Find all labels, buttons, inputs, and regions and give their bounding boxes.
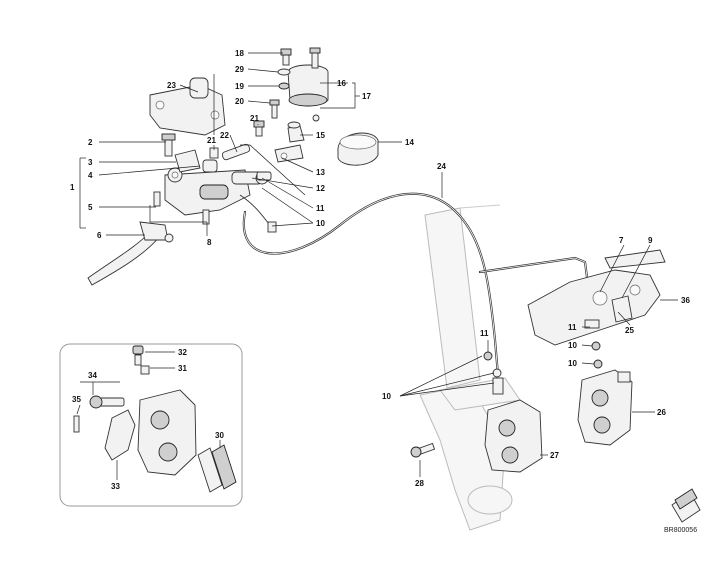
brake-hose-drawing: [242, 192, 592, 377]
callout-10-upper: 10: [316, 219, 325, 228]
callout-29: 29: [235, 65, 244, 74]
document-stack-icon: [671, 488, 701, 523]
callout-19: 19: [235, 82, 244, 91]
leader-lines: [76, 52, 678, 480]
callout-26: 26: [657, 408, 666, 417]
callout-32: 32: [178, 348, 187, 357]
callout-18: 18: [235, 49, 244, 58]
brake-caliper-right-drawing: [577, 369, 633, 446]
reservoir-bracket-drawing: [149, 77, 226, 136]
callout-11-center: 11: [480, 329, 489, 338]
caliper-bolt-drawing: [410, 442, 436, 458]
callout-4: 4: [88, 171, 93, 180]
callout-1: 1: [70, 183, 75, 192]
callout-2: 2: [88, 138, 93, 147]
callout-25: 25: [625, 326, 634, 335]
callout-6: 6: [97, 231, 102, 240]
callout-33: 33: [111, 482, 120, 491]
reference-code: BR800056: [664, 527, 697, 534]
callout-8: 8: [207, 238, 212, 247]
callout-34: 34: [88, 371, 97, 380]
callout-10-right-upper: 10: [568, 341, 577, 350]
callout-labels: 1 2 3 4 5 6 7 8 9 10 10 10 10 11 11 11 1…: [70, 49, 690, 491]
callout-17: 17: [362, 92, 371, 101]
callout-15: 15: [316, 131, 325, 140]
callout-22: 22: [220, 131, 229, 140]
callout-27: 27: [550, 451, 559, 460]
callout-28: 28: [415, 479, 424, 488]
reservoir-cover-drawing: [337, 132, 379, 166]
callout-9: 9: [648, 236, 653, 245]
callout-3: 3: [88, 158, 93, 167]
brake-caliper-left-drawing: [483, 351, 543, 473]
callout-5: 5: [88, 203, 93, 212]
caliper-bracket-drawing: [527, 249, 666, 369]
callout-12: 12: [316, 184, 325, 193]
callout-20: 20: [235, 97, 244, 106]
callout-14: 14: [405, 138, 414, 147]
callout-31: 31: [178, 364, 187, 373]
callout-7: 7: [619, 236, 624, 245]
callout-10-right-lower: 10: [568, 359, 577, 368]
brake-fluid-reservoir-drawing: [209, 47, 329, 163]
front-fork-drawing: [419, 204, 521, 531]
callout-11-upper: 11: [316, 204, 325, 213]
callout-23: 23: [167, 81, 176, 90]
inset-caliper-detail: [59, 343, 243, 507]
callout-11-right: 11: [568, 323, 577, 332]
callout-13: 13: [316, 168, 325, 177]
callout-10-lower: 10: [382, 392, 391, 401]
callout-21-upper: 21: [250, 114, 259, 123]
callout-21-lower: 21: [207, 136, 216, 145]
callout-16: 16: [337, 79, 346, 88]
master-cylinder-drawing: [87, 133, 277, 286]
callout-36: 36: [681, 296, 690, 305]
callout-30: 30: [215, 431, 224, 440]
callout-24: 24: [437, 162, 446, 171]
callout-35: 35: [72, 395, 81, 404]
